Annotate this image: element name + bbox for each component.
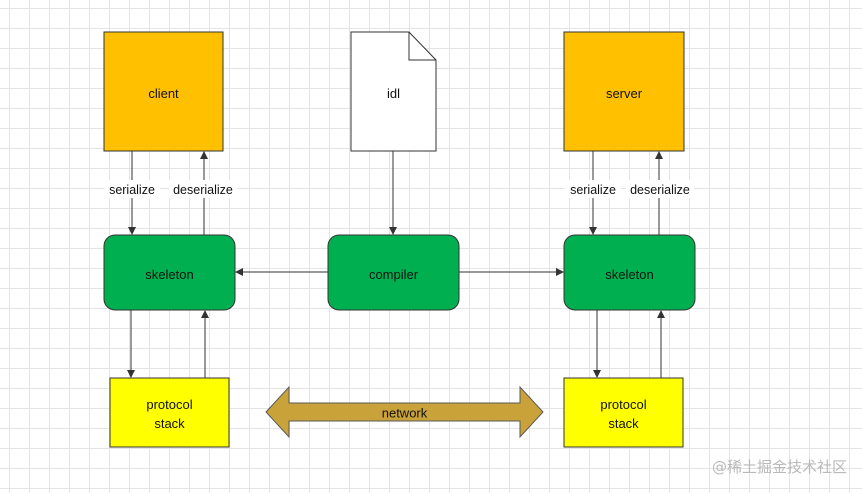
deserialize-left-label: deserialize xyxy=(173,183,233,197)
deserialize-right-label-bg xyxy=(626,180,694,198)
serialize-left-label-bg xyxy=(104,180,160,198)
client-label: client xyxy=(148,86,179,101)
protocol-stack-right-node: protocol stack xyxy=(563,377,684,448)
idl-label: idl xyxy=(387,86,400,101)
network-label: network xyxy=(382,406,428,421)
idl-document-node: idl xyxy=(350,31,437,152)
skeleton-left-label: skeleton xyxy=(145,267,193,282)
serialize-left-label: serialize xyxy=(109,183,155,197)
page-fold-icon xyxy=(408,32,436,61)
protocol-right-line1: protocol xyxy=(600,397,646,412)
protocol-left-line1: protocol xyxy=(146,397,192,412)
client-node: client xyxy=(103,31,224,152)
compiler-label: compiler xyxy=(369,267,419,282)
protocol-left-line2: stack xyxy=(154,416,185,431)
watermark-text: @稀土掘金技术社区 xyxy=(712,458,847,476)
server-node: server xyxy=(563,31,685,152)
deserialize-right-label: deserialize xyxy=(630,183,690,197)
skeleton-right-label: skeleton xyxy=(605,267,653,282)
protocol-right-line2: stack xyxy=(608,416,639,431)
server-label: server xyxy=(606,86,643,101)
protocol-stack-left-node: protocol stack xyxy=(109,377,230,448)
skeleton-left-node: skeleton xyxy=(103,234,236,311)
serialize-right-label-bg xyxy=(565,180,621,198)
compiler-node: compiler xyxy=(327,234,460,311)
network-double-arrow: network xyxy=(265,385,544,439)
serialize-right-label: serialize xyxy=(570,183,616,197)
deserialize-left-label-bg xyxy=(169,180,237,198)
skeleton-right-node: skeleton xyxy=(563,234,696,311)
